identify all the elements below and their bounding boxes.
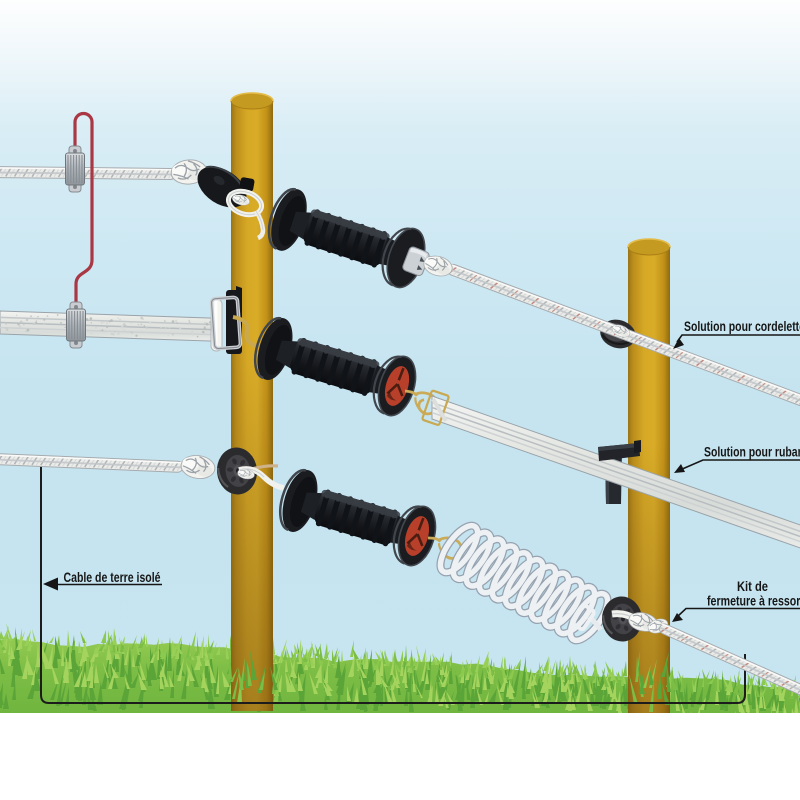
svg-text:Cable de terre isolé: Cable de terre isolé [64, 570, 161, 585]
svg-text:Solution pour ruban: Solution pour ruban [704, 445, 800, 460]
svg-text:fermeture à ressort: fermeture à ressort [707, 594, 800, 609]
svg-text:Solution pour cordelette: Solution pour cordelette [684, 319, 800, 334]
svg-text:Kit de: Kit de [737, 579, 768, 594]
